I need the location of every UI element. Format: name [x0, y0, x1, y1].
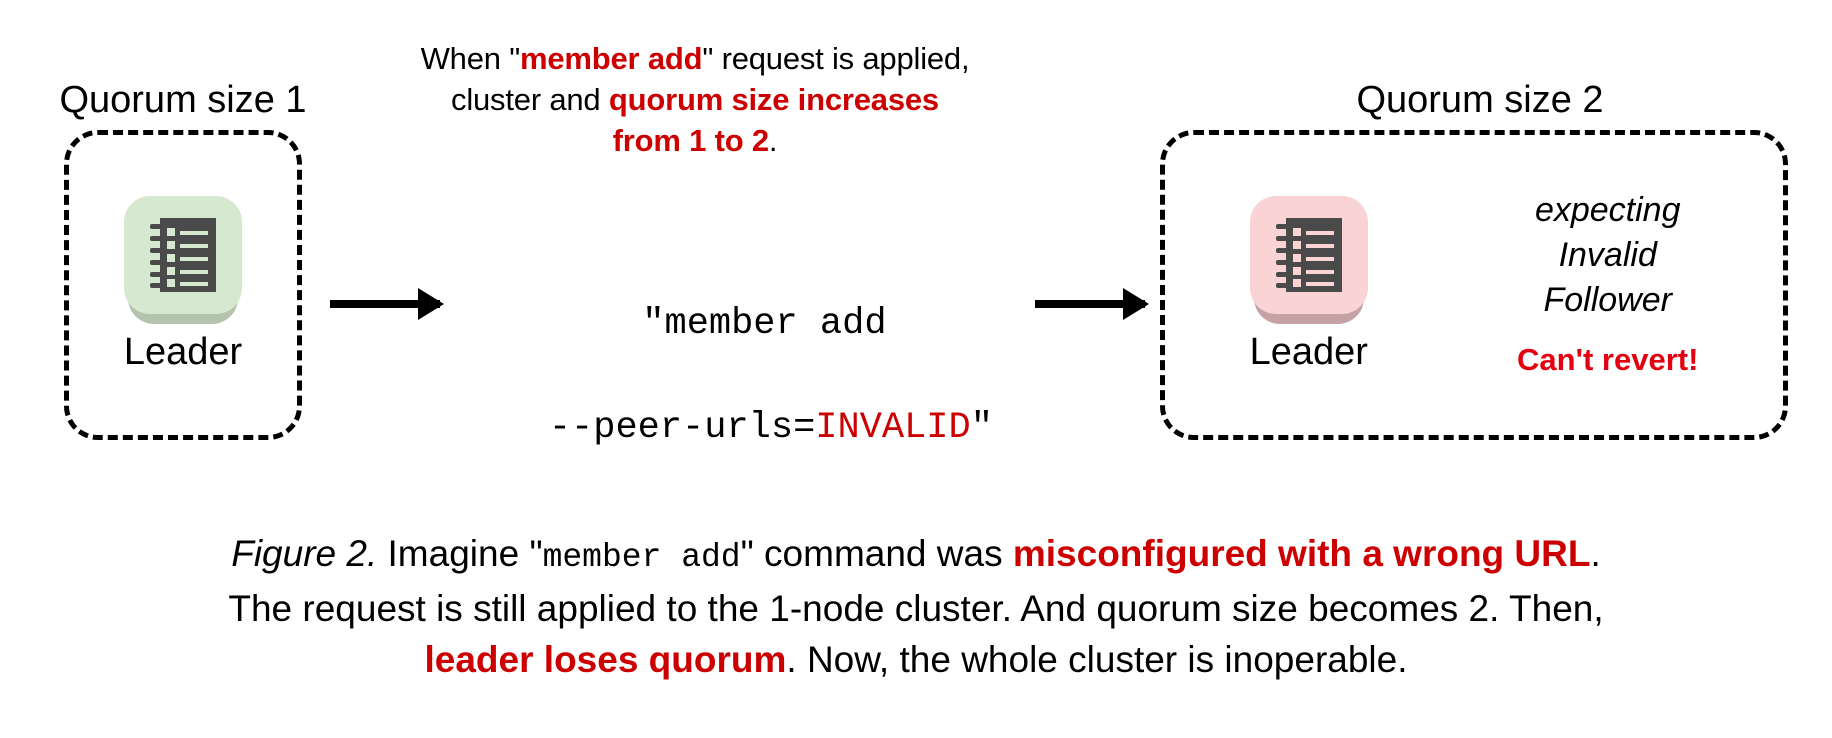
top-annotation-line1-pre: When "	[420, 41, 521, 76]
note-line-expecting: expecting	[1534, 191, 1681, 229]
caption-misconfigured-highlight: misconfigured with a wrong URL	[1012, 533, 1591, 574]
left-leader-node: Leader	[124, 196, 242, 374]
figure-caption: Figure 2. Imagine "member add" command w…	[40, 528, 1792, 685]
left-cluster-box: Leader	[64, 130, 302, 440]
caption-seg5: . Now, the whole cluster is inoperable.	[786, 639, 1408, 680]
right-node-label: Leader	[1249, 331, 1368, 373]
top-annotation-quorum-increase: quorum size increases	[608, 82, 939, 117]
note-line-follower: Follower	[1543, 281, 1672, 319]
right-cluster-box: Leader expecting Invalid Follower Can't …	[1160, 130, 1788, 440]
command-line2-pre: --peer-urls=	[548, 407, 816, 449]
ledger-glyph	[149, 218, 216, 292]
right-cluster-group: Quorum size 2	[1160, 78, 1800, 440]
ledger-glyph	[1275, 218, 1342, 292]
top-annotation-line2-pre: cluster and	[451, 82, 609, 117]
caption-seg2: " command was	[740, 533, 1013, 574]
caption-figure-label: Figure 2.	[231, 533, 378, 574]
server-ledger-icon	[123, 196, 242, 324]
top-annotation-line1-post: " request is applied,	[702, 41, 970, 76]
caption-mono-member-add: member add	[542, 539, 741, 576]
server-ledger-icon	[1249, 196, 1368, 324]
caption-seg3: .	[1590, 533, 1601, 574]
right-leader-node: Leader	[1250, 196, 1368, 374]
top-annotation: When "member add" request is applied, cl…	[390, 38, 1000, 161]
left-cluster-group: Quorum size 1	[38, 78, 328, 440]
command-text: "member add --peer-urls=INVALID"	[460, 246, 993, 506]
command-line2-post: "	[970, 407, 993, 449]
right-cluster-title: Quorum size 2	[1356, 79, 1604, 121]
left-node-label: Leader	[123, 331, 243, 373]
left-cluster-title: Quorum size 1	[59, 79, 307, 121]
caption-leader-loses-quorum: leader loses quorum	[424, 639, 787, 680]
note-line-invalid: Invalid	[1558, 236, 1657, 274]
cant-revert-warning: Can't revert!	[1517, 342, 1699, 377]
top-annotation-from-1-to-2: from 1 to 2	[612, 123, 769, 158]
command-invalid-token: INVALID	[815, 407, 971, 449]
command-line1: "member add	[642, 303, 887, 345]
caption-seg4: The request is still applied to the 1-no…	[228, 588, 1604, 629]
caption-seg1: Imagine "	[377, 533, 543, 574]
arrow-left-to-command	[330, 300, 440, 308]
expecting-follower-note: expecting Invalid Follower Can't revert!	[1517, 188, 1698, 382]
top-annotation-member-add: member add	[520, 41, 703, 76]
arrow-command-to-right	[1035, 300, 1145, 308]
top-annotation-line3-post: .	[768, 123, 778, 158]
